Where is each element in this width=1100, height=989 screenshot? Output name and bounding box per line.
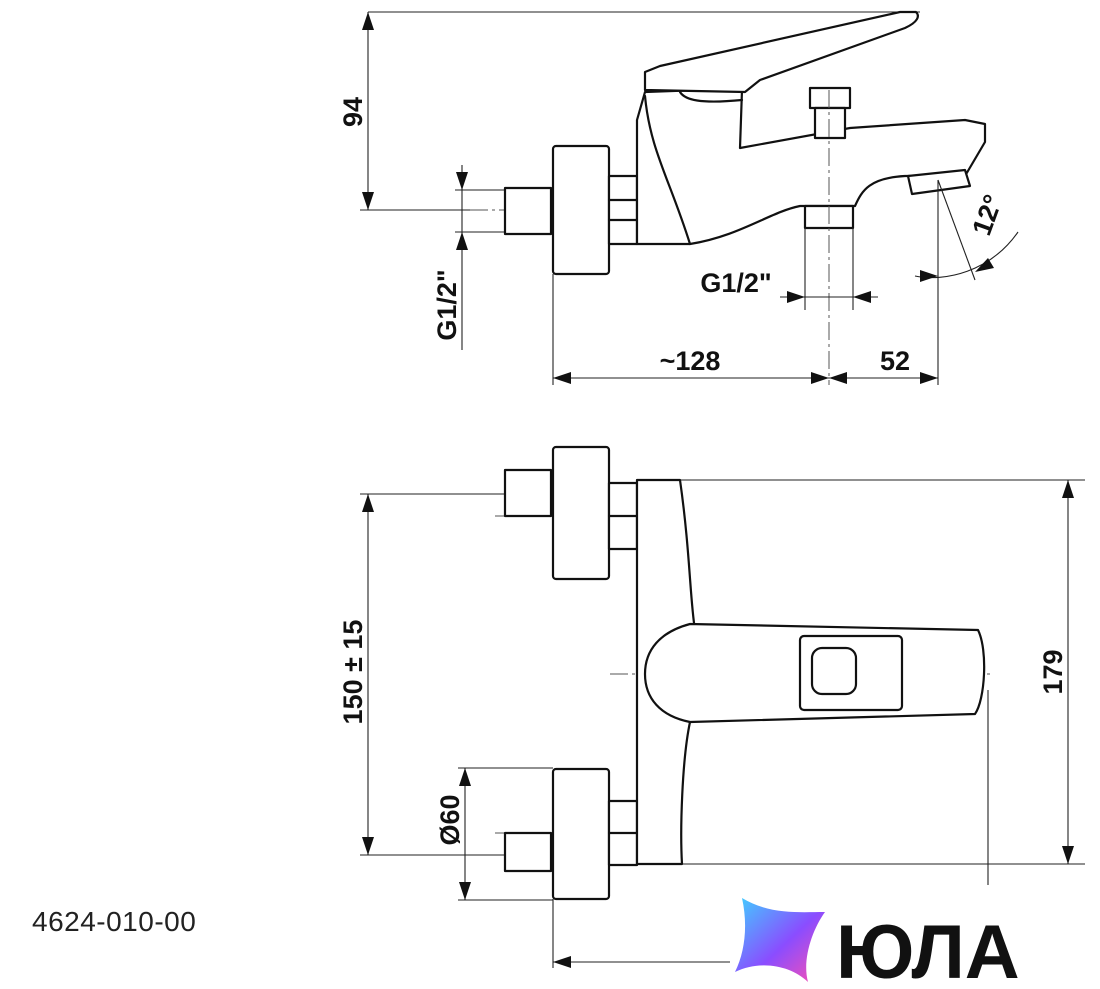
logo-star-icon xyxy=(735,898,825,982)
side-view: 94 G1/2" G1/2" ~128 52 12° xyxy=(338,10,1019,385)
product-code: 4624-010-00 xyxy=(32,906,197,937)
logo-text: ЮЛА xyxy=(836,910,1020,989)
dim-spout-angle: 12° xyxy=(966,191,1008,240)
dim-inlet-spacing: 150 ± 15 xyxy=(338,620,368,725)
yula-logo: ЮЛА xyxy=(735,898,1020,989)
top-view: 150 ± 15 179 Ø60 xyxy=(338,445,1085,968)
dim-inlet-thread: G1/2" xyxy=(432,269,462,340)
dim-spout-offset: ~128 xyxy=(660,346,721,376)
dim-escutcheon-diameter: Ø60 xyxy=(435,794,465,845)
dim-shower-thread: G1/2" xyxy=(700,268,771,298)
dim-body-depth: 179 xyxy=(1038,649,1068,694)
dim-height-94: 94 xyxy=(338,97,368,127)
dim-spout-to-outlet: 52 xyxy=(880,346,910,376)
